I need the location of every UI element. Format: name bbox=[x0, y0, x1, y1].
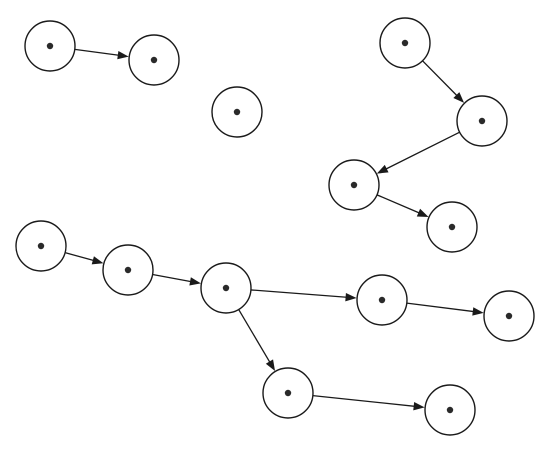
arrowhead bbox=[416, 208, 429, 217]
node-n11 bbox=[356, 274, 408, 326]
node-n5 bbox=[456, 95, 508, 147]
node-center-dot bbox=[378, 296, 386, 304]
edges-layer bbox=[64, 48, 484, 411]
arrowhead bbox=[91, 256, 104, 265]
nodes-layer bbox=[15, 17, 535, 436]
edge-line bbox=[376, 194, 420, 214]
node-center-dot bbox=[222, 284, 230, 292]
node-center-dot bbox=[124, 266, 132, 274]
edge-n10-n13 bbox=[238, 309, 276, 372]
node-center-dot bbox=[478, 117, 486, 125]
edge-line bbox=[238, 309, 271, 363]
edge-line bbox=[385, 131, 460, 170]
edge-n9-n10 bbox=[152, 273, 201, 286]
node-center-dot bbox=[505, 312, 513, 320]
node-center-dot bbox=[446, 406, 454, 414]
node-n4 bbox=[379, 17, 431, 69]
node-n1 bbox=[24, 20, 76, 72]
edge-n13-n14 bbox=[312, 394, 425, 411]
node-center-dot bbox=[448, 223, 456, 231]
node-center-dot bbox=[401, 39, 409, 47]
node-center-dot bbox=[37, 242, 45, 250]
node-n12 bbox=[483, 290, 535, 342]
edge-n4-n5 bbox=[422, 60, 465, 103]
edge-line bbox=[74, 48, 119, 56]
edge-line bbox=[64, 252, 94, 262]
node-n8 bbox=[15, 220, 67, 272]
arrowhead bbox=[453, 92, 465, 103]
node-center-dot bbox=[284, 389, 292, 397]
arrowhead bbox=[117, 50, 129, 60]
edge-line bbox=[312, 394, 415, 407]
node-n13 bbox=[262, 367, 314, 419]
edge-line bbox=[422, 60, 458, 97]
edge-line bbox=[152, 273, 192, 283]
node-center-dot bbox=[150, 56, 158, 64]
node-center-dot bbox=[46, 42, 54, 50]
arrowhead bbox=[376, 164, 389, 174]
arrowhead bbox=[265, 359, 276, 372]
node-n2 bbox=[128, 34, 180, 86]
arrowhead bbox=[472, 307, 484, 316]
arrowhead bbox=[345, 293, 357, 302]
node-n3 bbox=[211, 86, 263, 138]
edge-n5-n6 bbox=[376, 131, 460, 174]
edge-n11-n12 bbox=[406, 302, 484, 316]
arrowhead bbox=[413, 402, 425, 411]
edge-n6-n7 bbox=[376, 194, 429, 217]
node-n14 bbox=[424, 384, 476, 436]
node-center-dot bbox=[350, 181, 358, 189]
arrowhead bbox=[189, 277, 201, 286]
edge-n1-n2 bbox=[74, 48, 129, 60]
edge-n10-n11 bbox=[250, 289, 357, 302]
edge-n8-n9 bbox=[64, 252, 104, 265]
node-n10 bbox=[200, 262, 252, 314]
node-center-dot bbox=[233, 108, 241, 116]
node-n9 bbox=[102, 244, 154, 296]
node-n7 bbox=[426, 201, 478, 253]
edge-line bbox=[406, 302, 474, 313]
edge-line bbox=[250, 289, 347, 298]
node-n6 bbox=[328, 159, 380, 211]
